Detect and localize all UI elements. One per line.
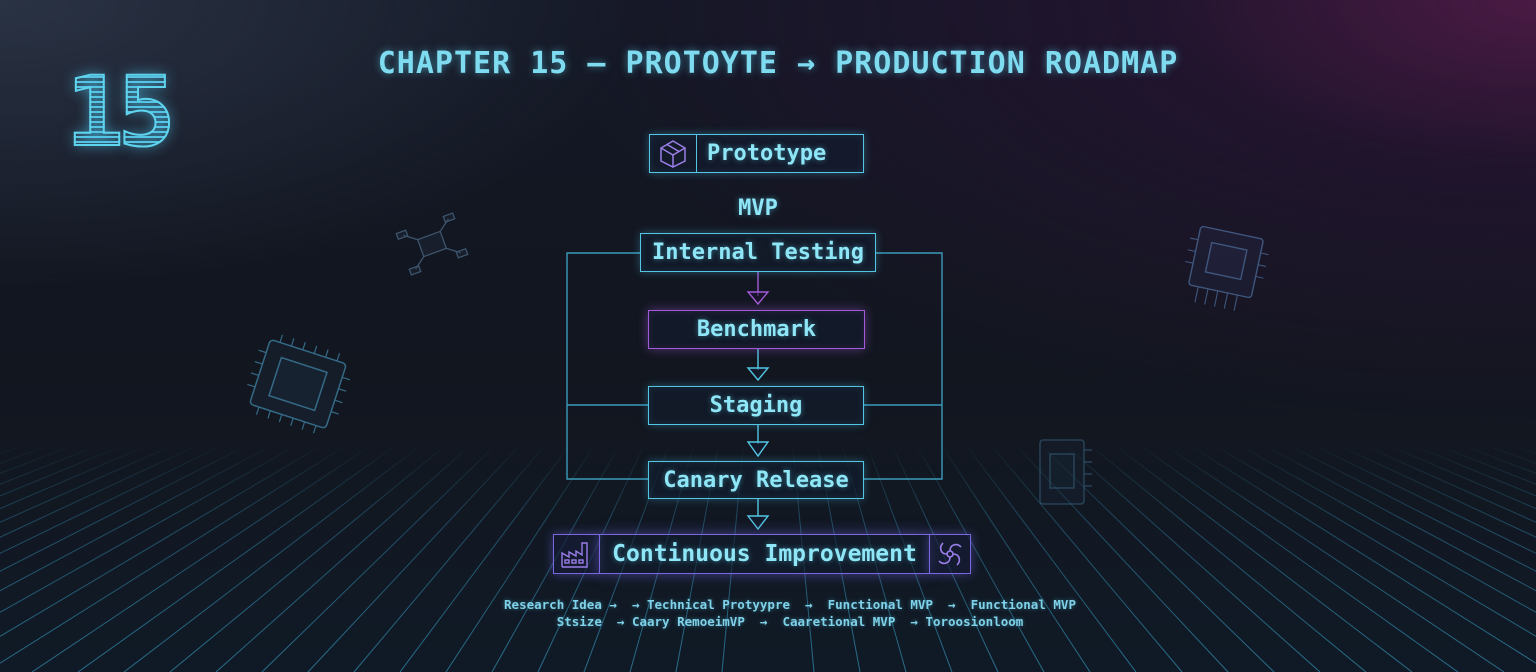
path-text-line-2: Stsize → Caary RemoeimVP → Caaretional M… — [556, 614, 1024, 629]
page-title: CHAPTER 15 — PROTOYTE → PRODUCTION ROADM… — [377, 46, 1179, 81]
node-internal-testing[interactable]: Internal Testing — [640, 233, 876, 272]
arrow-down-icon — [746, 349, 770, 382]
node-canary-release[interactable]: Canary Release — [648, 461, 864, 499]
node-label: Internal Testing — [652, 240, 864, 265]
chip-icon — [247, 334, 351, 434]
arrow-down-icon — [746, 499, 770, 531]
loop-line-right — [864, 252, 943, 480]
spiral-icon — [929, 534, 971, 574]
drone-icon — [395, 212, 469, 276]
loop-line-left — [566, 252, 648, 480]
cube-icon — [650, 135, 697, 172]
node-prototype[interactable]: Prototype — [649, 134, 864, 173]
arrow-down-icon — [746, 272, 770, 306]
chip-icon — [1039, 439, 1092, 505]
node-label: Staging — [709, 393, 803, 418]
arrow-down-icon — [746, 425, 770, 458]
node-continuous-improvement[interactable]: Continuous Improvement — [599, 534, 930, 574]
path-text-line-1: Research Idea → → Technical Protyypre → … — [504, 597, 1076, 612]
node-staging[interactable]: Staging — [648, 386, 864, 425]
node-label: Prototype — [707, 141, 827, 166]
node-label: Benchmark — [696, 317, 817, 342]
node-label: Continuous Improvement — [612, 541, 917, 567]
chip-icon — [1185, 225, 1269, 311]
node-benchmark[interactable]: Benchmark — [648, 310, 865, 349]
node-label: Canary Release — [663, 467, 849, 493]
mvp-label: MVP — [738, 196, 778, 221]
chapter-number: 15 — [65, 55, 177, 169]
factory-icon — [553, 534, 600, 574]
